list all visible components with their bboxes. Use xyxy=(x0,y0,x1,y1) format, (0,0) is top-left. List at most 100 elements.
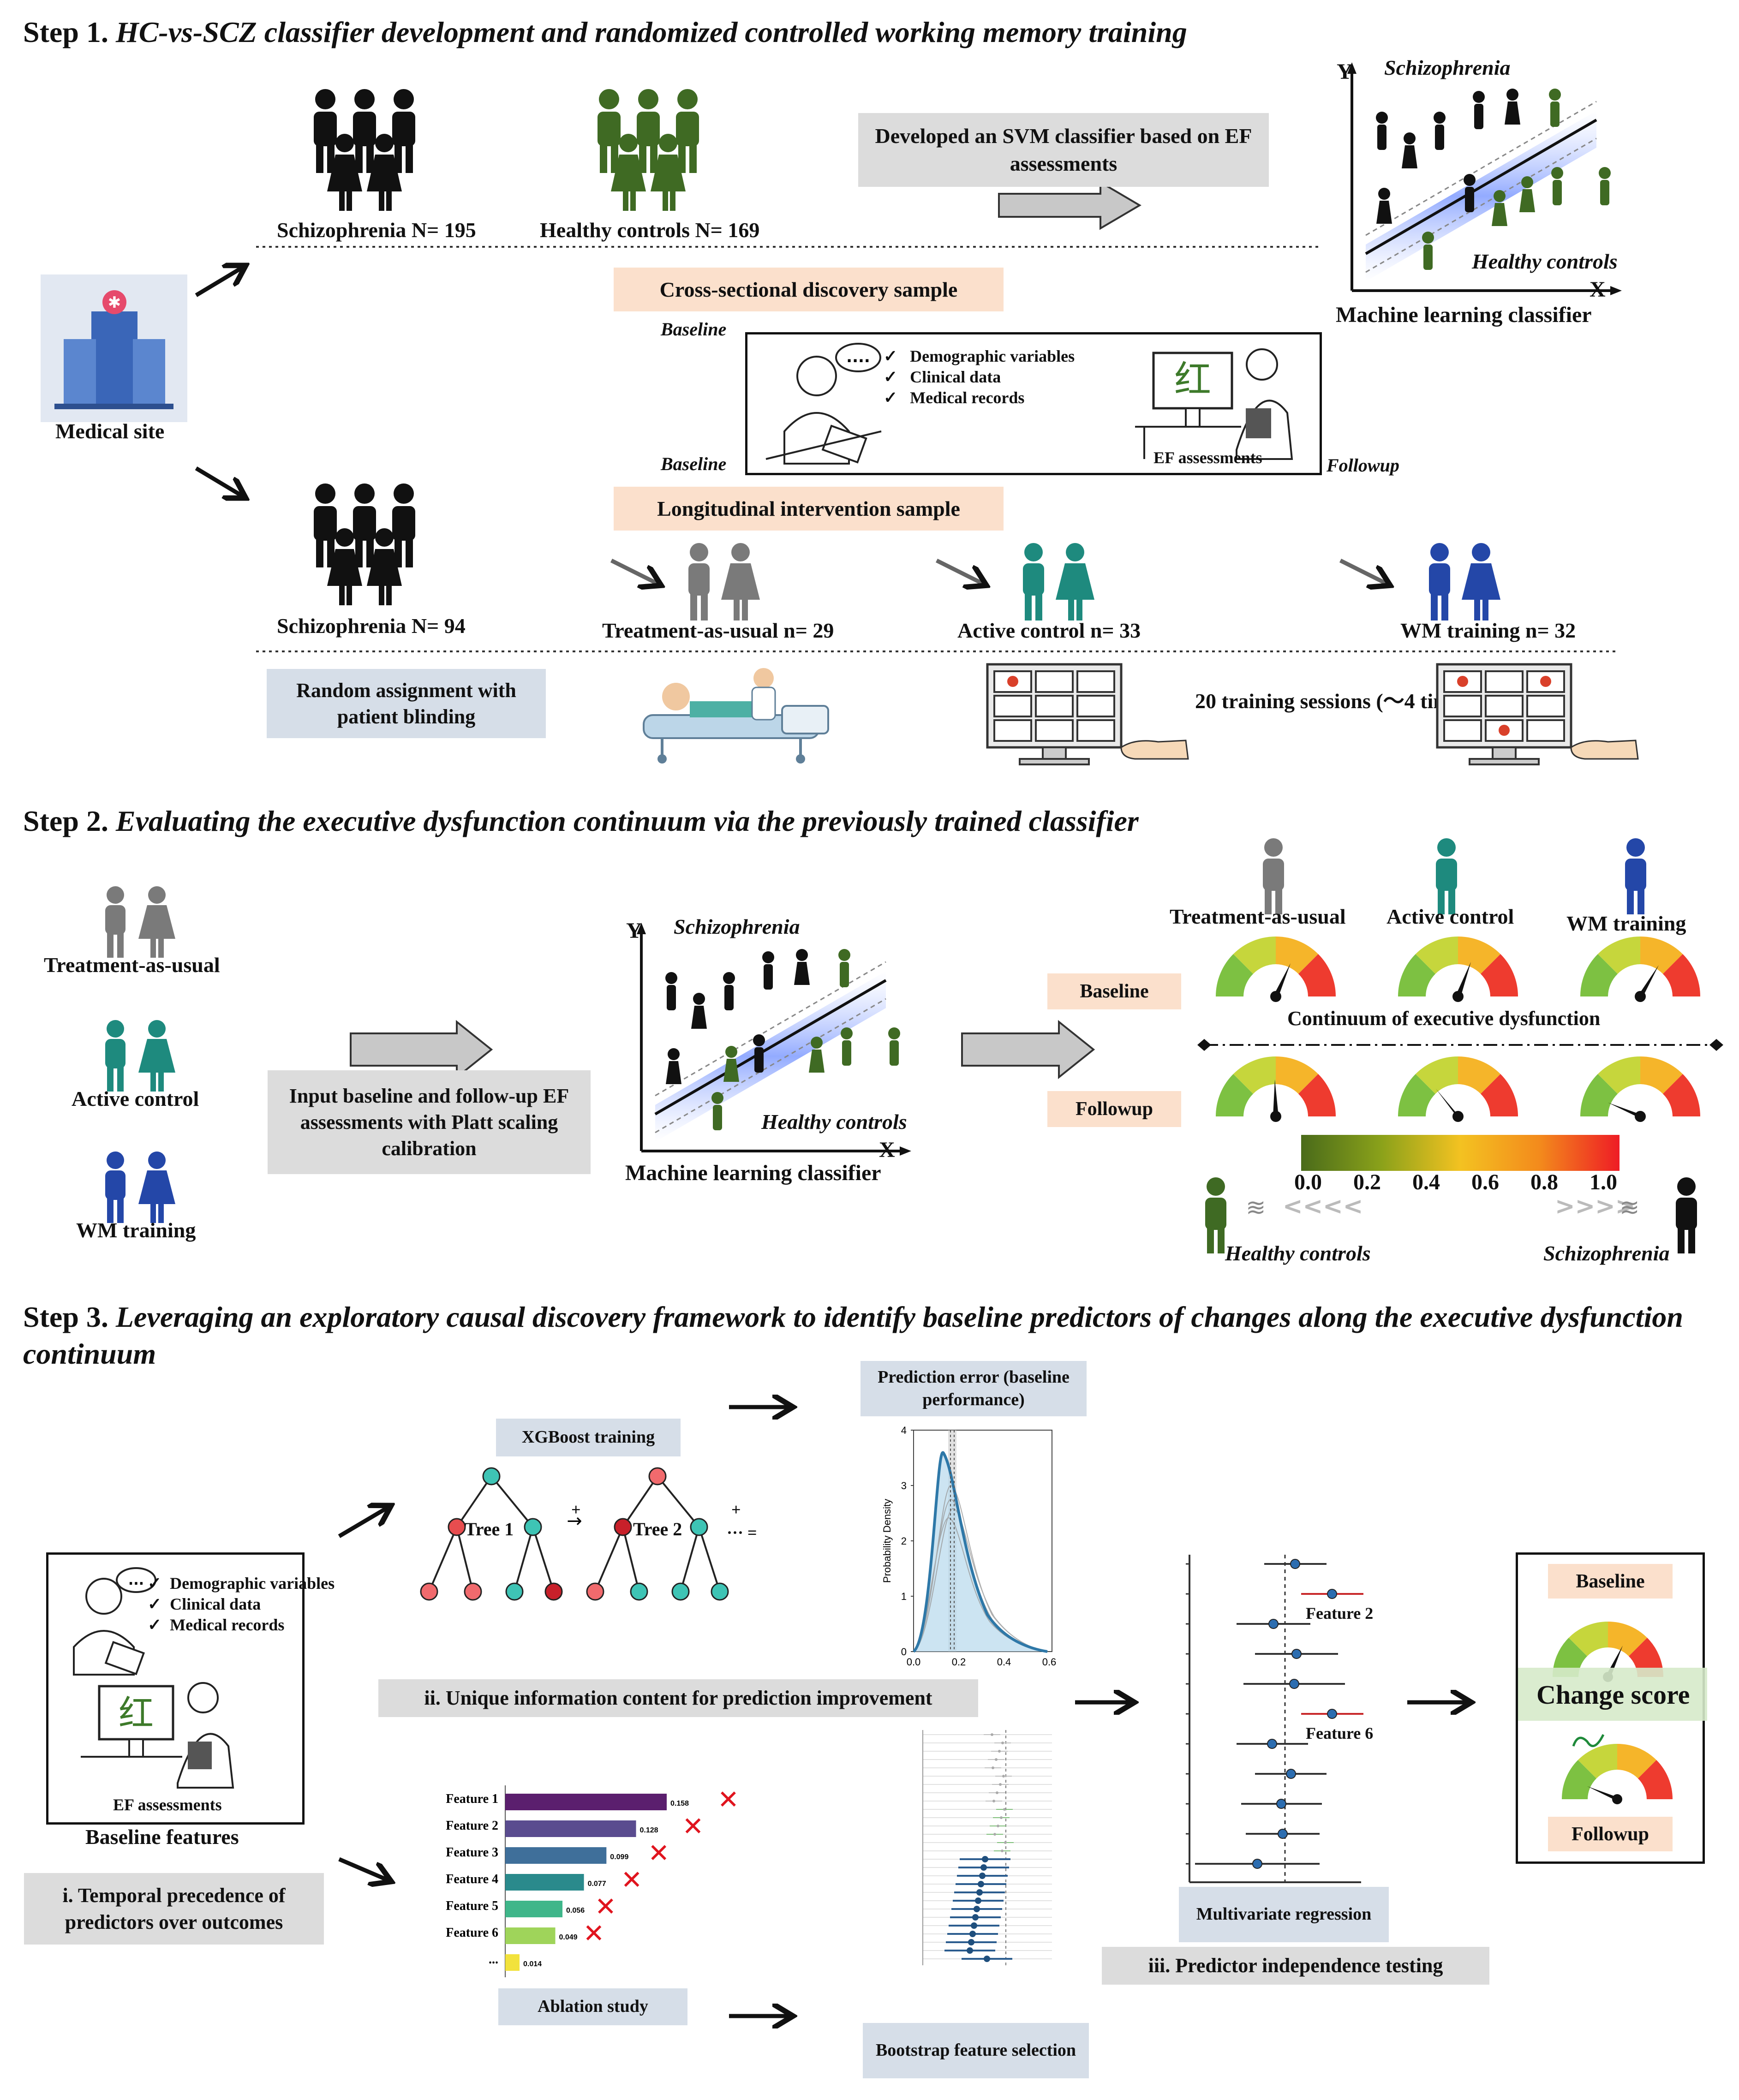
bootstrap-point xyxy=(993,1833,996,1836)
step3-italic: Leveraging an exploratory causal discove… xyxy=(23,1301,1683,1370)
change-score-label: Change score xyxy=(1536,1680,1690,1710)
svg-text:....: .... xyxy=(846,348,870,366)
s3-demographic: Demographic variables xyxy=(170,1574,335,1593)
ablation-feature-label: Feature 6 xyxy=(446,1926,498,1940)
followup-label: Followup xyxy=(1327,455,1399,476)
bootstrap-point xyxy=(999,1783,1002,1786)
s2-tau-label: Treatment-as-usual xyxy=(44,953,220,977)
ml2-y-label: Y xyxy=(626,919,642,943)
feature2-label: Feature 2 xyxy=(1306,1604,1374,1623)
ac-figure xyxy=(1436,838,1457,914)
bootstrap-point xyxy=(996,1791,998,1794)
bootstrap-point xyxy=(975,1897,981,1904)
check-list: ✓ Demographic variables ✓ Clinical data … xyxy=(884,346,1075,408)
ablation-bar xyxy=(505,1794,667,1810)
density-xtick-0: 0.0 xyxy=(907,1656,921,1668)
input-box: Input baseline and follow-up EF assessme… xyxy=(268,1070,591,1174)
ml1-hc-label: Healthy controls xyxy=(1472,250,1618,273)
s2-baseline-label: Baseline xyxy=(1047,973,1181,1009)
hc-figure xyxy=(1205,1177,1226,1253)
step2-title: Step 2. Evaluating the executive dysfunc… xyxy=(23,803,1139,840)
continuum-color-scale xyxy=(1301,1135,1619,1171)
clinician-icon: .... xyxy=(765,343,882,465)
ablation-cross-icon: ✕ xyxy=(648,1838,669,1868)
independence-box: iii. Predictor independence testing xyxy=(1102,1947,1489,1985)
training-computer-icon-2 xyxy=(1436,663,1639,765)
baseline-label-1: Baseline xyxy=(661,319,727,340)
bootstrap-point xyxy=(979,1873,986,1879)
wm-figure xyxy=(1625,838,1646,914)
ml-classifier-plot-step2 xyxy=(637,923,911,1156)
ac-pair-icon-2 xyxy=(105,1020,175,1092)
s3-check-item: ✓ Demographic variables xyxy=(148,1574,335,1593)
gauge-ac-label: Active control xyxy=(1386,905,1514,928)
ml-classifier-plot-step1 xyxy=(1347,62,1622,295)
assessment-panel-step1: .... ✓ Demographic variables ✓ Clinical … xyxy=(745,332,1322,475)
hc-discovery-label: Healthy controls N= 169 xyxy=(540,218,760,242)
bootstrap-point xyxy=(971,1922,977,1929)
bootstrap-point xyxy=(991,1733,993,1736)
ablation-feature-label: ... xyxy=(489,1952,498,1967)
density-ytick-0: 0 xyxy=(901,1646,907,1658)
step1-italic: HC-vs-SCZ classifier development and ran… xyxy=(115,16,1187,48)
ml1-x-label: X xyxy=(1590,277,1606,302)
ablation-value-label: 0.056 xyxy=(566,1907,585,1915)
gauge-wm-followup xyxy=(1580,1056,1700,1122)
ablation-feature-label: Feature 5 xyxy=(446,1899,498,1913)
ml1-scz-label: Schizophrenia xyxy=(1384,56,1511,79)
density-plot: 0 1 2 3 4 0.0 0.2 0.4 0.6 Probability De… xyxy=(881,1425,1057,1668)
svg-text:✱: ✱ xyxy=(108,293,121,312)
scz-figure xyxy=(1676,1177,1697,1253)
ef-assessment-icon-2: 红 xyxy=(81,1682,234,1789)
bootstrap-point xyxy=(1002,1775,1005,1778)
check-item: ✓ Demographic variables xyxy=(884,347,1075,365)
change-followup-label: Followup xyxy=(1548,1817,1673,1851)
change-gauges xyxy=(1552,1621,1673,1804)
gauge-wm-baseline xyxy=(1580,936,1700,1002)
density-xtick-2: 0.4 xyxy=(997,1656,1011,1668)
scale-tick-2: 0.4 xyxy=(1412,1170,1440,1194)
bootstrap-point xyxy=(998,1750,1001,1753)
ablation-value-label: 0.049 xyxy=(559,1933,578,1941)
cross-sectional-label: Cross-sectional discovery sample xyxy=(614,268,1004,311)
bootstrap-point xyxy=(974,1906,980,1912)
training-computer-icon-1 xyxy=(986,663,1189,765)
hospital-icon: ✱ xyxy=(41,274,187,422)
density-ytick-3: 3 xyxy=(901,1480,907,1491)
ml1-y-label: Y xyxy=(1337,60,1353,84)
prediction-error-label: Prediction error (baseline performance) xyxy=(861,1361,1087,1416)
density-ytick-2: 2 xyxy=(901,1535,907,1547)
tau-pair-icon-2 xyxy=(105,886,175,958)
wm-pair-icon xyxy=(1429,543,1500,620)
dots-equals: ··· = xyxy=(727,1523,757,1542)
ml2-x-label: X xyxy=(879,1138,895,1162)
step1-connectors xyxy=(195,180,1617,652)
tree2-label: Tree 2 xyxy=(633,1519,682,1539)
density-xtick-3: 0.6 xyxy=(1042,1656,1057,1668)
svg-text:...: ... xyxy=(128,1572,144,1588)
ablation-value-label: 0.128 xyxy=(640,1826,658,1834)
change-gauge-followup xyxy=(1561,1743,1673,1804)
baseline-features-panel: ... ✓ Demographic variables ✓ Clinical d… xyxy=(46,1552,335,1825)
longitudinal-label: Longitudinal intervention sample xyxy=(614,487,1004,531)
ablation-value-label: 0.158 xyxy=(670,1800,689,1808)
s3-check-list: ✓ Demographic variables ✓ Clinical data … xyxy=(148,1573,335,1635)
scale-tick-4: 0.8 xyxy=(1530,1170,1558,1194)
ac-pair-icon xyxy=(1023,543,1094,620)
gauge-tau-label: Treatment-as-usual xyxy=(1170,905,1346,928)
ablation-value-label: 0.014 xyxy=(523,1960,542,1968)
ablation-cross-icon: ✕ xyxy=(583,1919,605,1949)
bootstrap-point xyxy=(1001,1849,1004,1852)
bootstrap-point xyxy=(976,1889,983,1896)
xgboost-trees: → xyxy=(420,1467,729,1601)
s3-ef-label: EF assessments xyxy=(113,1796,222,1814)
wm-label: WM training n= 32 xyxy=(1400,619,1576,642)
scale-tick-3: 0.6 xyxy=(1471,1170,1499,1194)
ablation-bar xyxy=(505,1820,636,1837)
s3-clinical: Clinical data xyxy=(170,1595,261,1613)
multivariate-label: Multivariate regression xyxy=(1179,1887,1389,1942)
s3-check-item: ✓ Medical records xyxy=(148,1616,285,1634)
gauge-tau-followup xyxy=(1216,1056,1336,1122)
ablation-value-label: 0.077 xyxy=(588,1880,606,1888)
tau-pair-icon xyxy=(688,543,760,620)
